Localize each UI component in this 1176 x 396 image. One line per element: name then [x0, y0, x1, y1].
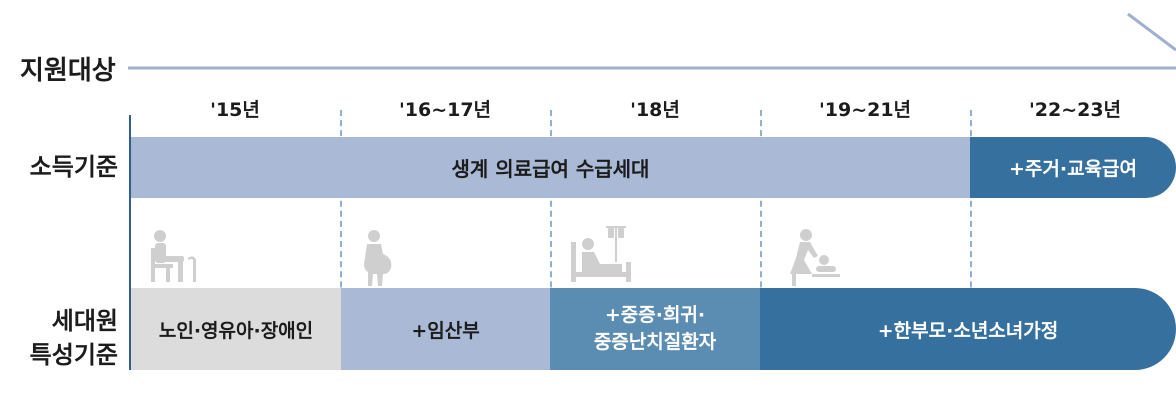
pregnant-woman-icon: [364, 230, 392, 286]
income-extension-bar: +주거·교육급여: [970, 137, 1176, 198]
segment-severe-line1: +중증·희귀·: [604, 304, 706, 326]
timeline-arrow: [128, 12, 1176, 70]
income-main-bar: 생계 의료급여 수급세대: [131, 137, 970, 198]
hospital-patient-icon: [571, 226, 631, 282]
year-label: '15년: [210, 99, 260, 121]
segment-elderly-infants-disabled: 노인·영유아·장애인: [131, 288, 341, 370]
timeline-axis: [129, 115, 131, 370]
period-divider: [760, 110, 762, 368]
household-row-label-line1: 세대원: [51, 307, 118, 335]
segment-severe-rare-disease: +중증·희귀· 중증난치질환자: [550, 288, 760, 370]
household-row-label-line2: 특성기준: [29, 341, 118, 369]
year-label: '18년: [630, 99, 680, 121]
year-label: '16~17년: [398, 99, 492, 121]
period-divider: [970, 110, 972, 368]
year-label: '22~23년: [1028, 99, 1122, 121]
period-divider: [550, 110, 552, 368]
segment-single-parent-youth: +한부모·소년소녀가정: [760, 288, 1176, 370]
segment-pregnant: +임산부: [341, 288, 550, 370]
period-divider: [340, 110, 342, 368]
header-title: 지원대상: [20, 56, 116, 86]
year-label: '19~21년: [818, 99, 912, 121]
elderly-person-icon: [151, 230, 196, 282]
parent-changing-baby-icon: [790, 229, 840, 286]
segment-severe-line2: 중증난치질환자: [593, 331, 717, 353]
income-row-label: 소득기준: [29, 153, 118, 181]
